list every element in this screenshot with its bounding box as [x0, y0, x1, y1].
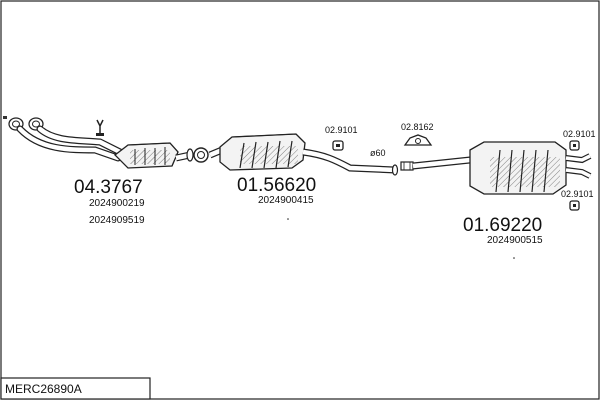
- catalytic-converter: [114, 142, 194, 169]
- hanger-3: [569, 140, 580, 151]
- small-part-2: 02.8162: [401, 122, 434, 132]
- part-ref-1b: 2024909519: [89, 215, 145, 226]
- code-box: [0, 377, 151, 400]
- part-number-1: 04.3767: [74, 177, 143, 198]
- part-ref-3a: 2024900515: [487, 235, 543, 246]
- connector-ring: [193, 147, 209, 163]
- small-part-3: 02.9101: [563, 129, 596, 139]
- diameter-label: ø60: [370, 148, 386, 158]
- middle-silencer: [208, 133, 399, 176]
- hanger-1: [332, 140, 344, 151]
- clamp-2: [403, 134, 433, 146]
- small-part-4: 02.9101: [561, 189, 594, 199]
- part-number-3: 01.69220: [463, 215, 542, 236]
- small-part-1: 02.9101: [325, 125, 358, 135]
- pipe-sleeve: [400, 161, 414, 171]
- front-pipe: [3, 116, 124, 162]
- part-ref-2a: 2024900415: [258, 195, 314, 206]
- part-number-2: 01.56620: [237, 175, 316, 196]
- diagram-code: MERC26890A: [5, 382, 82, 396]
- dot-mark: [513, 257, 515, 259]
- dot-mark: [287, 218, 289, 220]
- hanger-4: [569, 200, 580, 211]
- part-ref-1a: 2024900219: [89, 198, 145, 209]
- rear-silencer: [412, 141, 592, 195]
